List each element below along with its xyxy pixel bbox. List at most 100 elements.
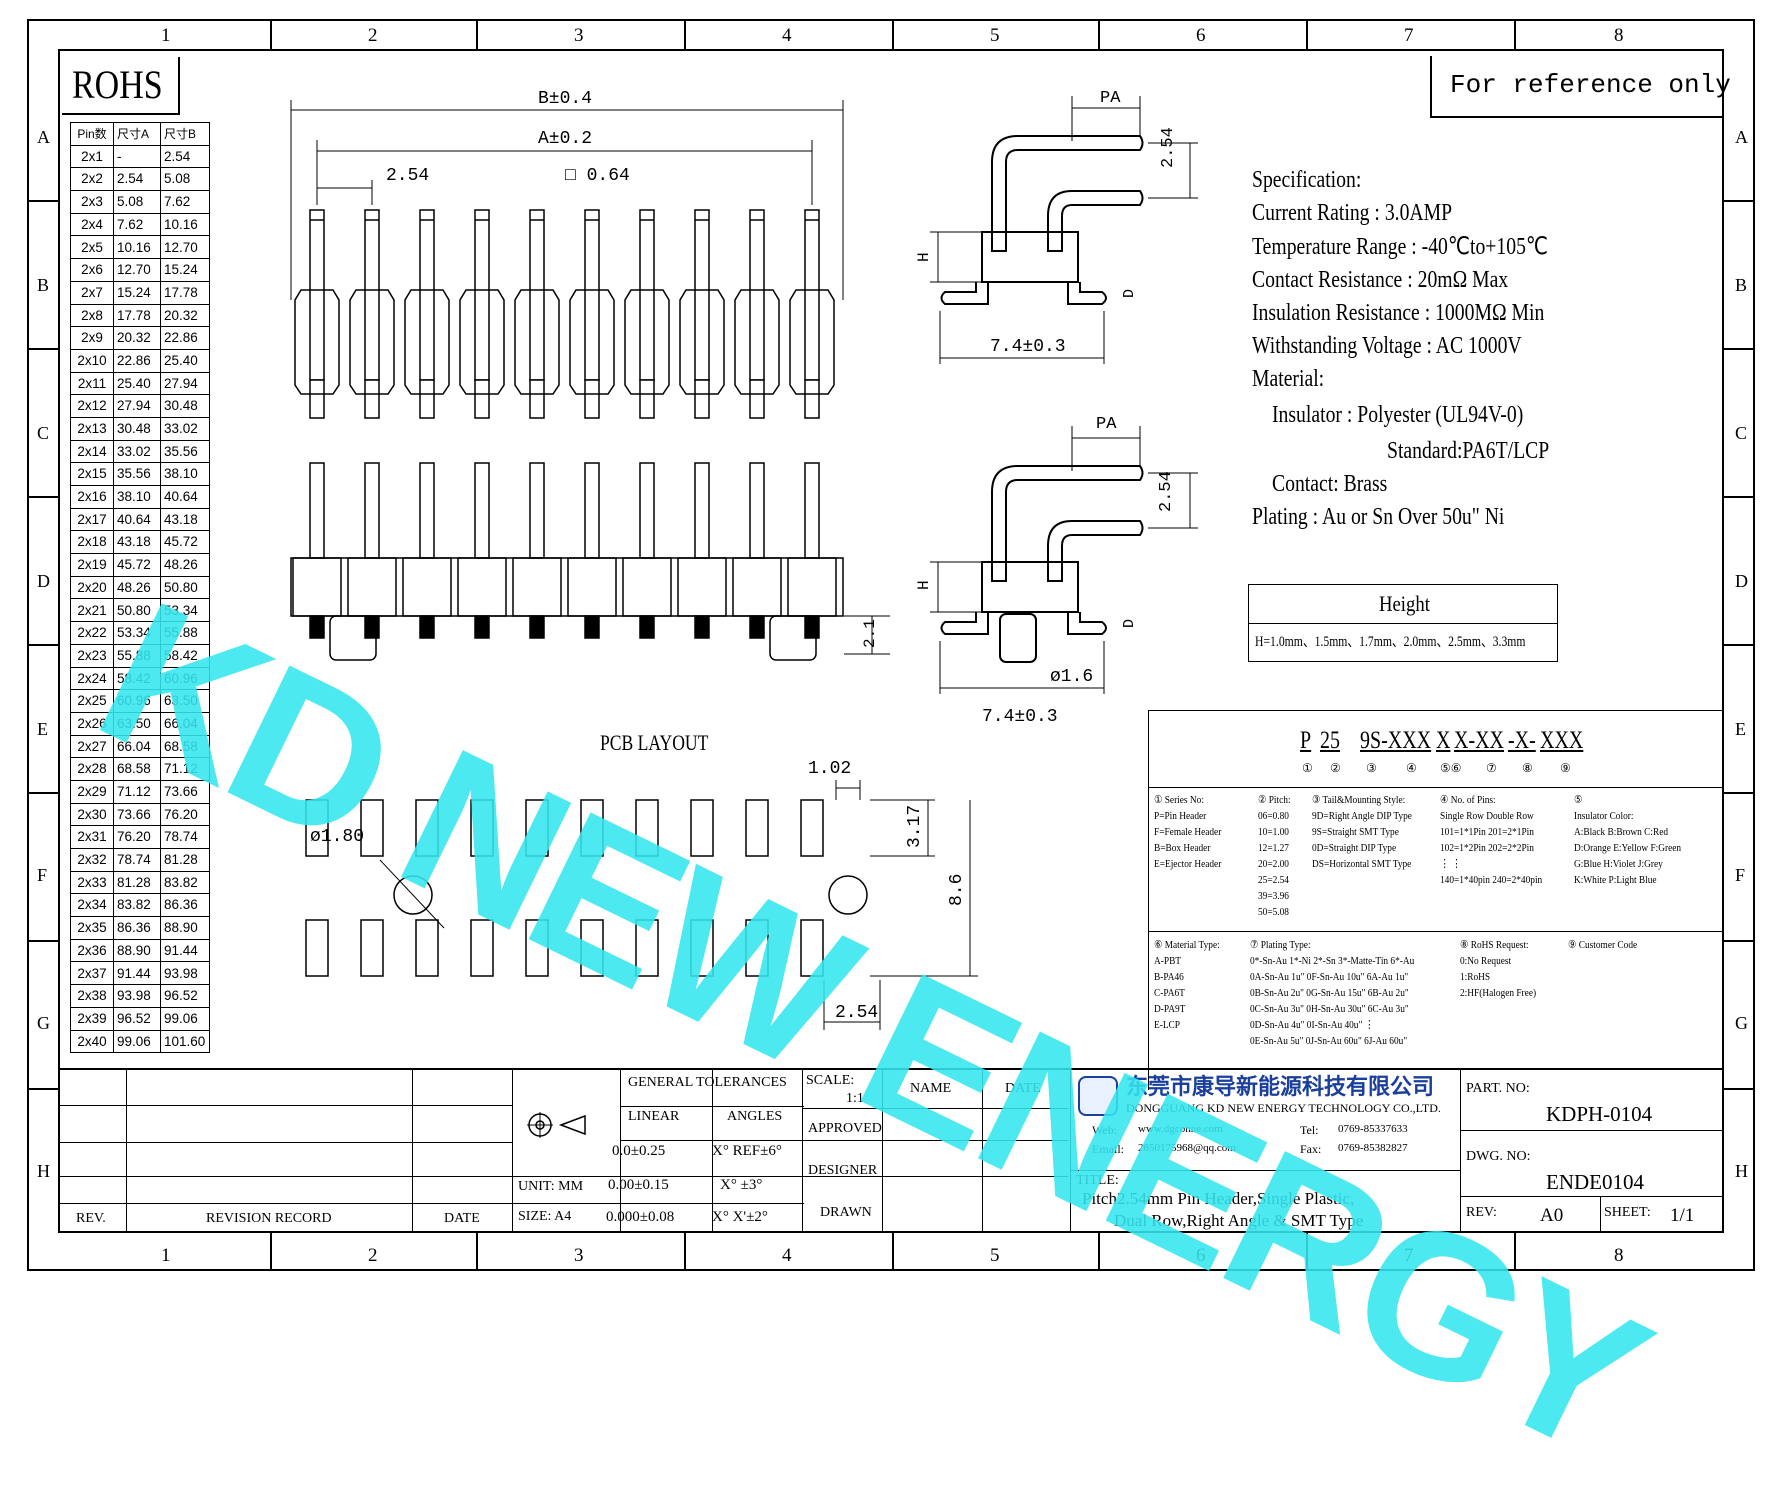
top-pin [679,209,725,419]
legend-tail: DS=Horizontal SMT Type [1312,858,1412,870]
front-pin [622,462,672,639]
grid-tick [27,644,58,646]
top-pin [734,209,780,419]
legend-plating: 0E-Sn-Au 5u" 0J-Sn-Au 60u" 6J-Au 60u" [1250,1035,1408,1047]
tb-linear: LINEAR [628,1109,680,1124]
top-pin [624,209,670,419]
tb-dwg-no-label: DWG. NO: [1466,1149,1531,1164]
part-code-segment: X [1436,727,1451,754]
column-label-bottom: 8 [1614,1245,1624,1266]
front-pin [512,462,562,639]
legend-customer: ⑨ Customer Code [1568,939,1638,951]
table-cell: 10.16 [160,212,210,237]
pcb-pad-length: 3.17 [905,804,925,848]
part-code-segment: X-XX [1454,727,1504,754]
column-label-bottom: 1 [161,1245,171,1266]
grid-line [512,1203,620,1204]
grid-tick [1724,200,1755,202]
table-cell: 12.70 [113,258,161,282]
grid-tick [1514,1233,1516,1271]
tb-part-no: KDPH-0104 [1546,1102,1653,1126]
tb-revision-record: REVISION RECORD [206,1211,332,1226]
technical-drawing [290,96,1198,1030]
tb-email-label: Email: [1092,1142,1124,1156]
tb-angles: ANGLES [727,1109,783,1124]
grid-tick [476,1233,478,1271]
table-cell: 91.44 [113,961,161,986]
table-cell: 20.32 [160,303,210,328]
company-logo-icon [1078,1076,1118,1116]
legend-pitch: ② Pitch: [1258,794,1291,806]
row-label-left: B [37,275,50,295]
legend-series: F=Female Header [1154,826,1222,838]
dim-post-dia: ø1.6 [1050,667,1094,687]
projection-symbol-icon [527,1112,586,1138]
table-cell: 7.62 [160,190,210,214]
dim-h-bottom: H [915,580,933,590]
table-cell: 45.72 [160,530,210,555]
table-cell: 76.20 [160,802,210,827]
front-post [329,615,377,661]
table-cell: 48.26 [160,553,210,577]
tb-sheet-value: 1/1 [1670,1205,1695,1226]
column-label-bottom: 5 [990,1245,1000,1266]
pcb-pad [470,799,494,857]
table-cell: 2x35 [70,916,114,940]
front-pin [732,462,782,639]
table-cell: 2x33 [70,870,114,895]
column-label-bottom: 7 [1404,1245,1414,1266]
grid-line [620,1068,621,1233]
dim-post-height: 2.1 [861,619,879,648]
legend-color: Insulator Color: [1574,810,1634,822]
table-cell: 40.64 [160,485,210,509]
tb-name: NAME [910,1081,952,1096]
front-view [290,462,844,661]
table-cell: 33.02 [160,416,210,441]
table-cell: 2x5 [70,235,114,260]
inner-frame [58,49,1724,1233]
top-view-pins [294,209,835,419]
spec-line: Insulation Resistance : 1000MΩ Min [1252,300,1545,326]
legend-pitch: 06=0.80 [1258,810,1289,822]
grid-line [412,1068,413,1233]
column-label-top: 1 [161,25,171,46]
tb-date: DATE [444,1211,480,1226]
dim-h-top: H [915,252,933,262]
column-label-bottom: 6 [1196,1245,1206,1266]
column-label-top: 4 [782,25,792,46]
grid-line [982,1068,983,1233]
legend-series: B=Box Header [1154,842,1211,854]
pcb-pad [360,919,384,977]
table-cell: 2x36 [70,938,114,963]
pcb-pad [305,919,329,977]
table-cell: 2x1 [70,144,114,169]
table-cell: 2x40 [70,1029,114,1054]
grid-line [1070,1170,1460,1171]
table-cell: 83.82 [160,870,210,895]
dim-width-top: 7.4±0.3 [990,337,1066,357]
column-label-top: 5 [990,25,1000,46]
pcb-dimensions [379,780,978,1030]
table-row: 2x1-2.54 [70,144,210,169]
legend-tail: 9D=Right Angle DIP Type [1312,810,1412,822]
pcb-pad [745,919,769,977]
grid-tick [892,19,894,49]
column-label-top: 3 [574,25,584,46]
dim-b: B±0.4 [538,89,593,109]
grid-tick [27,792,58,794]
spec-line: Insulator : Polyester (UL94V-0) [1272,402,1524,428]
grid-tick [684,19,686,49]
table-cell: 25.40 [113,371,161,396]
dim-d-bottom: D [1121,618,1138,628]
grid-tick [27,940,58,942]
